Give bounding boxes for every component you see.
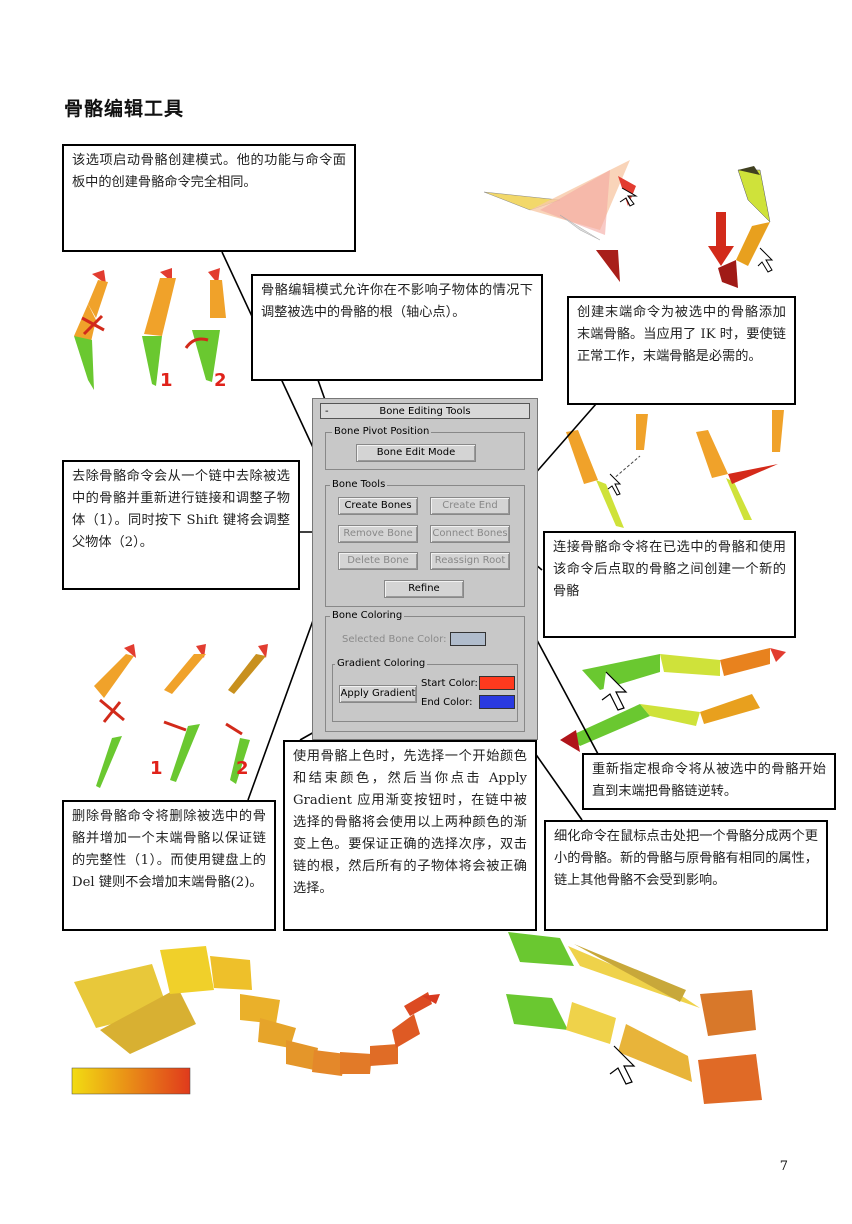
refine-illustration (506, 932, 762, 1104)
note-refine: 细化命令在鼠标点击处把一个骨骼分成两个更小的骨骼。新的骨骼与原骨骼有相同的属性，… (544, 820, 828, 931)
gradient-coloring-group: Gradient Coloring Apply Gradient Start C… (332, 658, 518, 722)
connect-bones-illustration (566, 410, 784, 528)
panel-title: Bone Editing Tools (379, 406, 471, 417)
figure-label-1: 1 (160, 370, 173, 391)
selected-bone-color-swatch[interactable] (450, 632, 486, 646)
start-color-swatch[interactable] (479, 676, 515, 690)
remove-bone-illustration (74, 268, 226, 390)
note-bone-coloring: 使用骨骼上色时，先选择一个开始颜色和结束颜色，然后当你点击 Apply Grad… (283, 740, 537, 931)
bone-tools-group: Bone Tools Create Bones Create End Remov… (325, 479, 525, 607)
bone-end-illustration (708, 166, 774, 288)
pivot-group-label: Bone Pivot Position (332, 426, 432, 438)
bone-editing-tools-panel: - Bone Editing Tools Bone Pivot Position… (312, 398, 538, 740)
bone-fan-illustration (483, 160, 638, 282)
delete-bone-button[interactable]: Delete Bone (338, 552, 418, 570)
create-bones-button[interactable]: Create Bones (338, 497, 418, 515)
remove-bone-button[interactable]: Remove Bone (338, 525, 418, 543)
note-reassign-root: 重新指定根命令将从被选中的骨骼开始直到末端把骨骼链逆转。 (582, 753, 836, 810)
reassign-root-illustration (560, 648, 786, 752)
bone-edit-mode-button[interactable]: Bone Edit Mode (356, 444, 476, 462)
collapse-icon[interactable]: - (325, 406, 329, 417)
note-create-end: 创建末端命令为被选中的骨骼添加末端骨骼。当应用了 IK 时，要使链正常工作，末端… (567, 296, 796, 405)
gradient-chain-illustration (71, 946, 440, 1095)
connect-bones-button[interactable]: Connect Bones (430, 525, 510, 543)
figure-label-2: 2 (214, 370, 227, 391)
figure-label-1b: 1 (150, 758, 163, 779)
reassign-root-button[interactable]: Reassign Root (430, 552, 510, 570)
bone-coloring-group-label: Bone Coloring (330, 610, 405, 622)
end-color-swatch[interactable] (479, 695, 515, 709)
note-delete-bone: 删除骨骼命令将删除被选中的骨骼并增加一个末端骨骼以保证链的完整性（1）。而使用键… (62, 800, 276, 931)
apply-gradient-button[interactable]: Apply Gradient (339, 685, 417, 703)
bone-tools-group-label: Bone Tools (330, 479, 388, 491)
bone-coloring-group: Bone Coloring Selected Bone Color: Gradi… (325, 610, 525, 732)
panel-rollout-header[interactable]: - Bone Editing Tools (320, 403, 530, 419)
delete-bone-illustration (94, 644, 268, 788)
page-number: 7 (779, 1159, 788, 1174)
create-end-button[interactable]: Create End (430, 497, 510, 515)
refine-button[interactable]: Refine (384, 580, 464, 598)
pivot-group: Bone Pivot Position Bone Edit Mode (325, 426, 525, 470)
note-create-mode: 该选项启动骨骼创建模式。他的功能与命令面板中的创建骨骼命令完全相同。 (62, 144, 356, 252)
figure-label-2b: 2 (236, 758, 249, 779)
note-remove-bone: 去除骨骼命令会从一个链中去除被选中的骨骼并重新进行链接和调整子物体（1）。同时按… (62, 460, 300, 590)
note-edit-mode: 骨骼编辑模式允许你在不影响子物体的情况下调整被选中的骨骼的根（轴心点）。 (251, 274, 543, 381)
gradient-coloring-group-label: Gradient Coloring (335, 658, 428, 670)
selected-bone-color-label: Selected Bone Color: (342, 634, 447, 645)
note-connect-bones: 连接骨骼命令将在已选中的骨骼和使用该命令后点取的骨骼之间创建一个新的骨骼 (543, 531, 796, 638)
page-title: 骨骼编辑工具 (64, 98, 185, 120)
end-color-label: End Color: (421, 697, 473, 708)
start-color-label: Start Color: (421, 678, 478, 689)
